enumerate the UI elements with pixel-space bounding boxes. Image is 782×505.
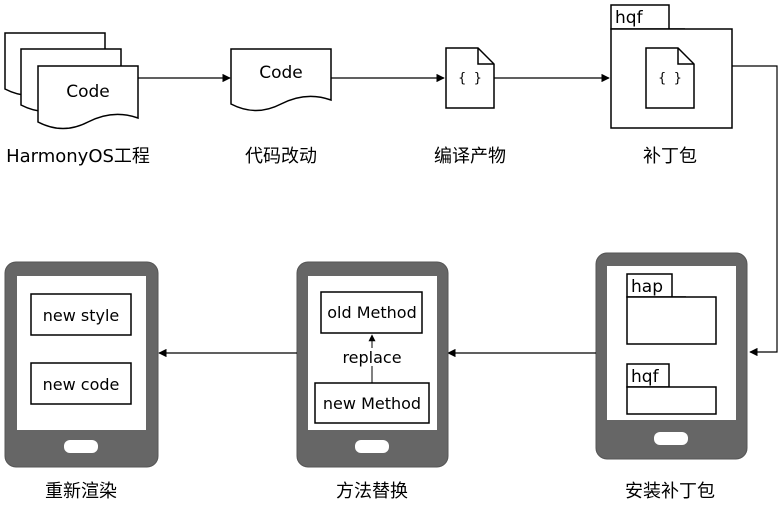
arrow-patch-to-install	[732, 65, 778, 357]
patch-glyph-text: { }	[658, 71, 681, 86]
project-docs-icon	[4, 32, 139, 130]
device-hap-tab-text: hap	[631, 277, 663, 297]
label-project: HarmonyOS工程	[6, 146, 150, 167]
device-install-patch	[595, 252, 748, 460]
label-patch: 补丁包	[643, 146, 697, 167]
label-rerender: 重新渲染	[45, 481, 117, 502]
patch-folder-tab-text: hqf	[615, 8, 644, 28]
label-install-patch: 安装补丁包	[625, 481, 715, 502]
new-method-text: new Method	[323, 394, 421, 413]
build-output-file-icon	[445, 47, 495, 109]
old-method-text: old Method	[327, 303, 416, 322]
label-build-output: 编译产物	[434, 146, 506, 167]
new-code-text: new code	[43, 375, 120, 394]
change-code-text: Code	[259, 63, 303, 83]
device-rerender	[4, 261, 159, 468]
label-code-change: 代码改动	[245, 146, 317, 167]
patch-folder-icon	[610, 4, 733, 129]
artifact-glyph-text: { }	[458, 71, 481, 86]
project-code-text: Code	[66, 82, 110, 102]
label-method-replace: 方法替换	[336, 481, 408, 502]
device-hqf-tab-text: hqf	[631, 367, 660, 387]
code-change-doc-icon	[230, 48, 332, 112]
device-method-replace	[296, 261, 449, 468]
new-style-text: new style	[43, 306, 120, 325]
replace-text: replace	[342, 348, 401, 367]
